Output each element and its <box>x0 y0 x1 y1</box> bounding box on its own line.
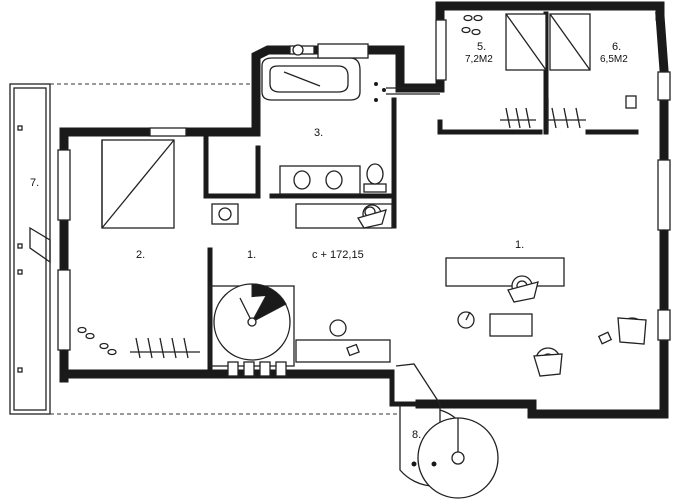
book <box>597 331 613 345</box>
room-label-5: 5. <box>477 41 486 53</box>
person-armchair-2 <box>617 317 647 345</box>
room-area-6: 6,5M2 <box>600 54 628 65</box>
person-desk <box>507 275 539 303</box>
stair-tower-8 <box>389 363 499 499</box>
cabinet-small <box>625 95 637 109</box>
washing-machine <box>211 203 239 225</box>
shoes-bedroom2 <box>77 326 117 356</box>
wardrobe-bedroom5 <box>505 13 549 132</box>
room-label-1: 1. <box>247 249 256 261</box>
room-label-6: 6. <box>612 41 621 53</box>
room-label-2: 2. <box>136 249 145 261</box>
chair-small <box>457 311 475 329</box>
hanger-rack-bedroom6 <box>546 107 586 129</box>
room-area-5: 7,2M2 <box>465 54 493 65</box>
phone <box>346 343 360 357</box>
person-armchair-1 <box>533 347 563 377</box>
level-mark: c + 172,15 <box>312 249 364 261</box>
spiral-staircase <box>209 283 295 367</box>
desk <box>445 257 565 337</box>
windows <box>57 19 671 351</box>
wardrobe-bedroom2 <box>101 139 175 229</box>
toilet <box>363 163 387 193</box>
washbasin-counter <box>279 165 361 195</box>
sideboard <box>295 339 391 363</box>
room-label-7: 7. <box>30 177 39 189</box>
shower-taps <box>374 82 386 102</box>
hanger-rack-bedroom5 <box>500 107 536 129</box>
balcony-door <box>29 226 51 264</box>
wardrobe-bedroom6 <box>549 13 591 71</box>
person-bath <box>357 204 387 229</box>
bathtub <box>261 43 369 101</box>
hanger-rack-bedroom2 <box>130 337 200 359</box>
balcony-posts <box>17 125 23 373</box>
lamp <box>329 319 347 337</box>
shoes-bedroom5 <box>461 14 483 36</box>
room-label-office: 1. <box>515 239 524 251</box>
hall-radiator <box>227 361 287 377</box>
room-label-8: 8. <box>412 429 421 441</box>
room-label-3: 3. <box>314 127 323 139</box>
balcony-7 <box>9 83 400 415</box>
